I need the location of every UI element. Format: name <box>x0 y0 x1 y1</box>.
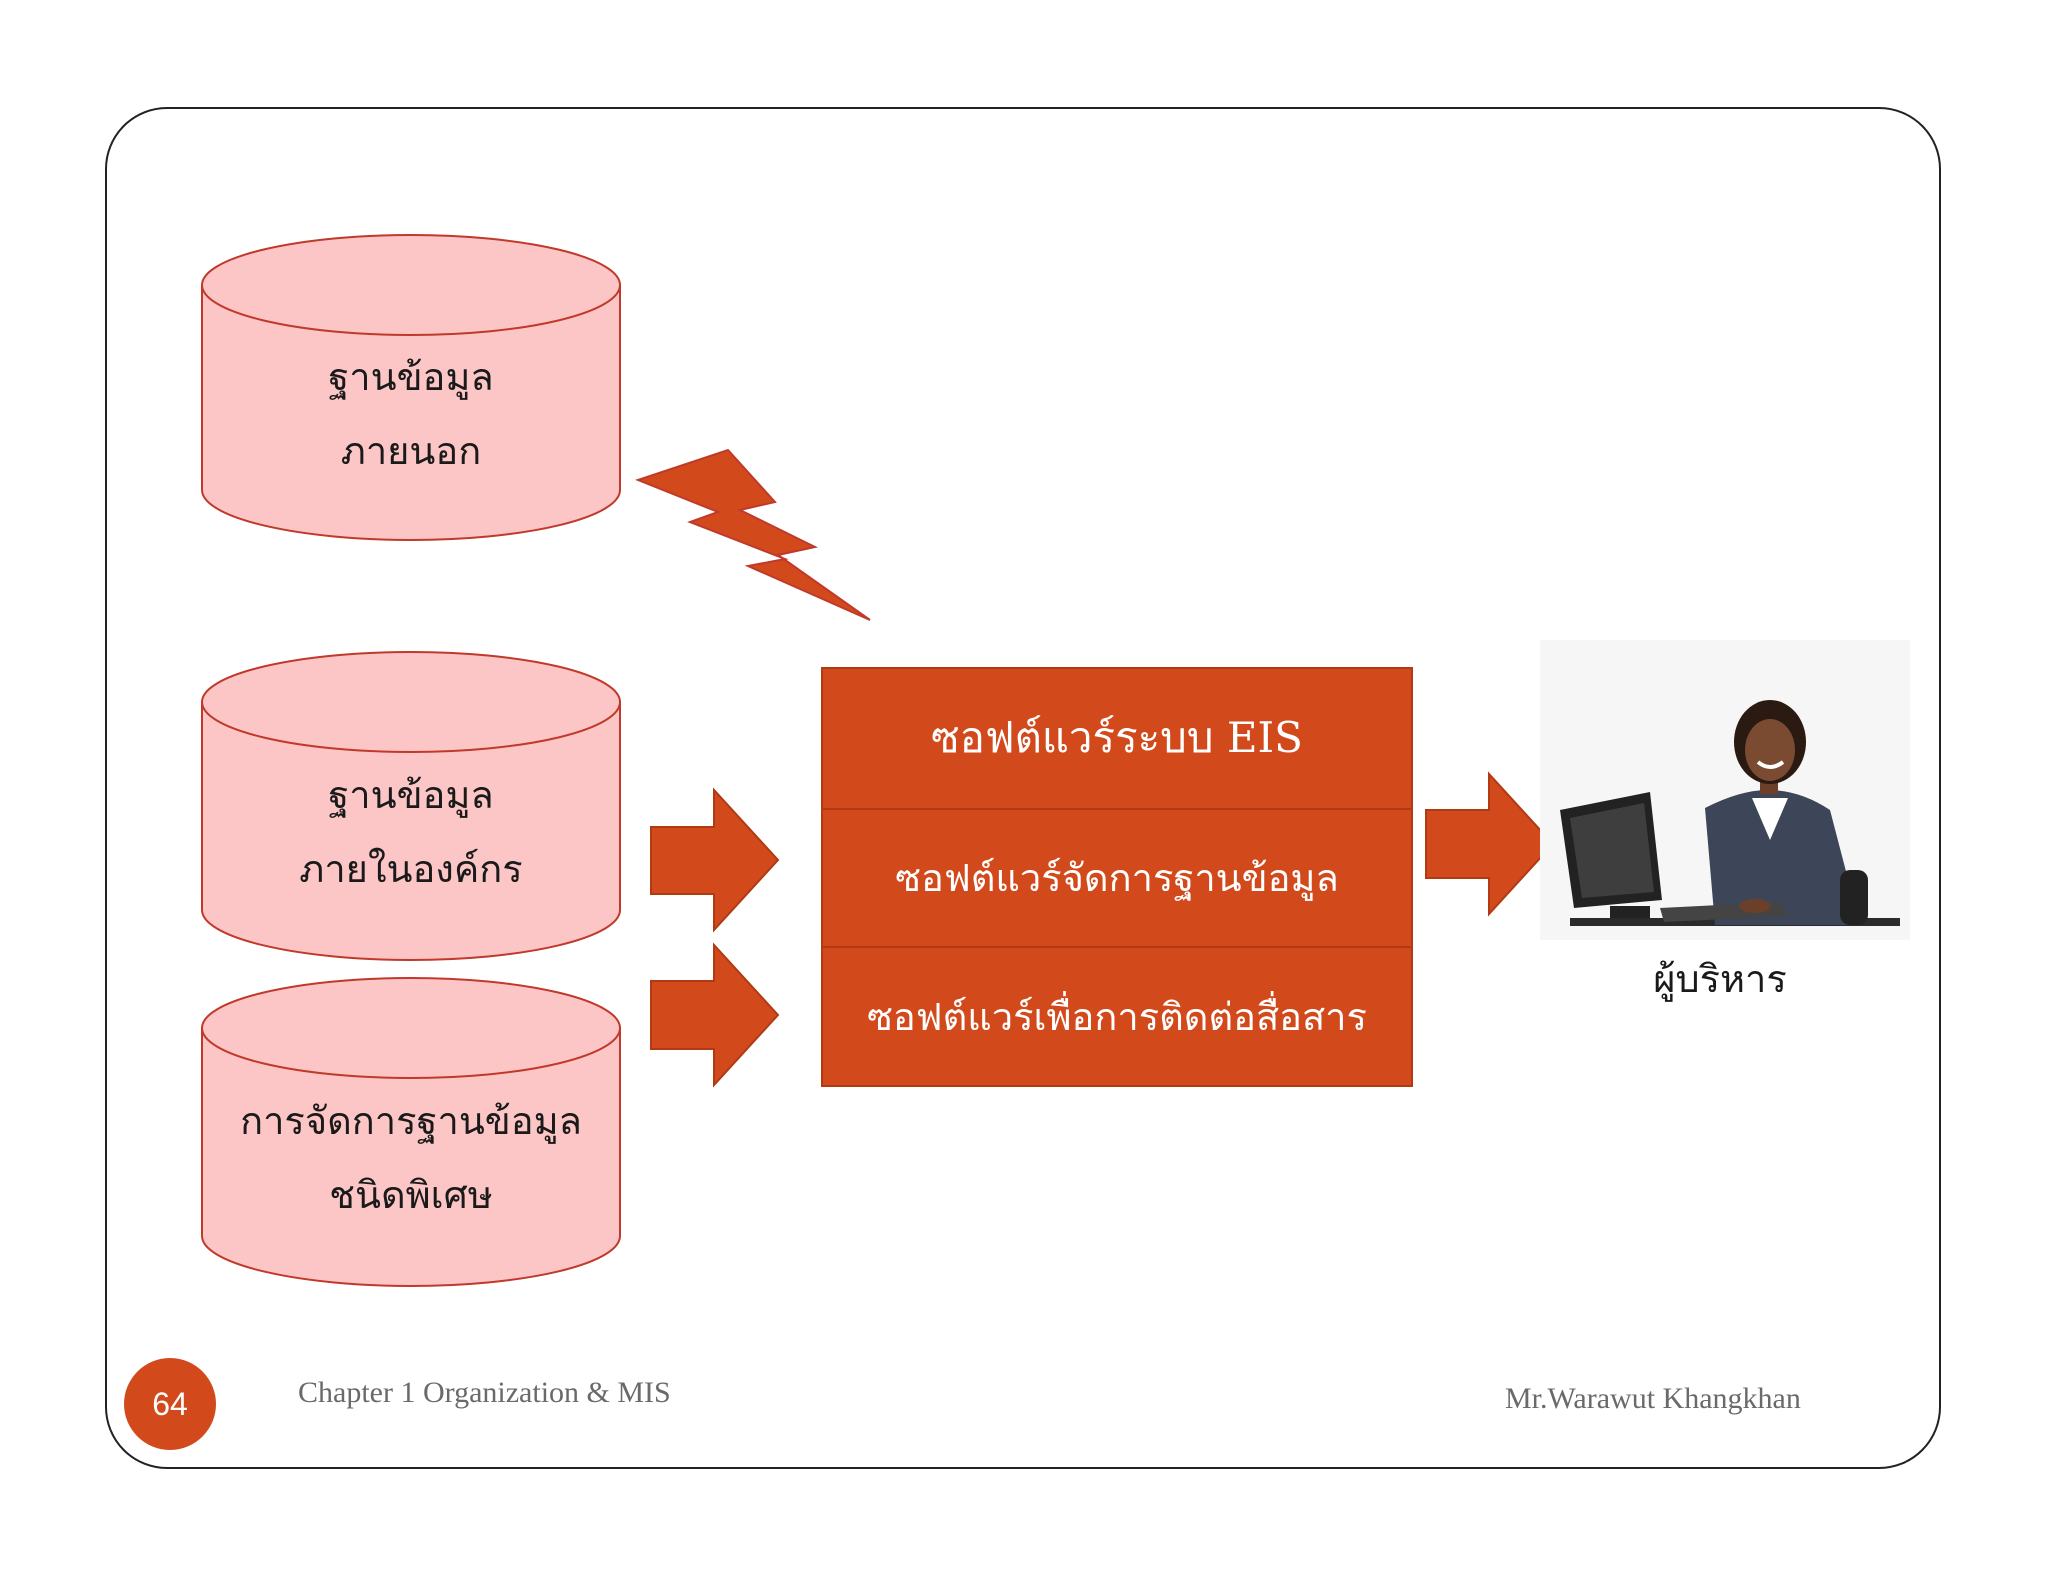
database-cylinder-special <box>201 977 621 1287</box>
footer-author: Mr.Warawut Khangkhan <box>1505 1382 1801 1415</box>
lightning-bolt-icon <box>635 448 871 621</box>
arrow-right-icon <box>650 942 780 1088</box>
executive-label: ผู้บริหาร <box>1653 957 1787 1001</box>
arrow-right-icon <box>1425 771 1555 917</box>
database-cylinder-internal <box>201 651 621 961</box>
eis-software-panel: ซอฟต์แวร์ระบบ EIS ซอฟต์แวร์จัดการฐานข้อม… <box>821 667 1413 1087</box>
database-cylinder-external <box>201 234 621 541</box>
eis-row-database: ซอฟต์แวร์จัดการฐานข้อมูล <box>823 807 1411 947</box>
arrow-right-icon <box>650 787 780 933</box>
database-label-external: ฐานข้อมูล ภายนอก <box>328 355 494 473</box>
eis-row-system: ซอฟต์แวร์ระบบ EIS <box>931 713 1303 763</box>
database-label-internal: ฐานข้อมูล ภายในองค์กร <box>299 773 523 891</box>
executive-at-computer-photo <box>1540 640 1910 940</box>
database-label-special: การจัดการฐานข้อมูล ชนิดพิเศษ <box>240 1099 582 1217</box>
page-number-badge: 64 <box>124 1358 216 1450</box>
footer-chapter: Chapter 1 Organization & MIS <box>298 1376 671 1409</box>
slide-frame <box>105 107 1941 1469</box>
eis-row-communication: ซอฟต์แวร์เพื่อการติดต่อสื่อสาร <box>823 946 1411 1085</box>
